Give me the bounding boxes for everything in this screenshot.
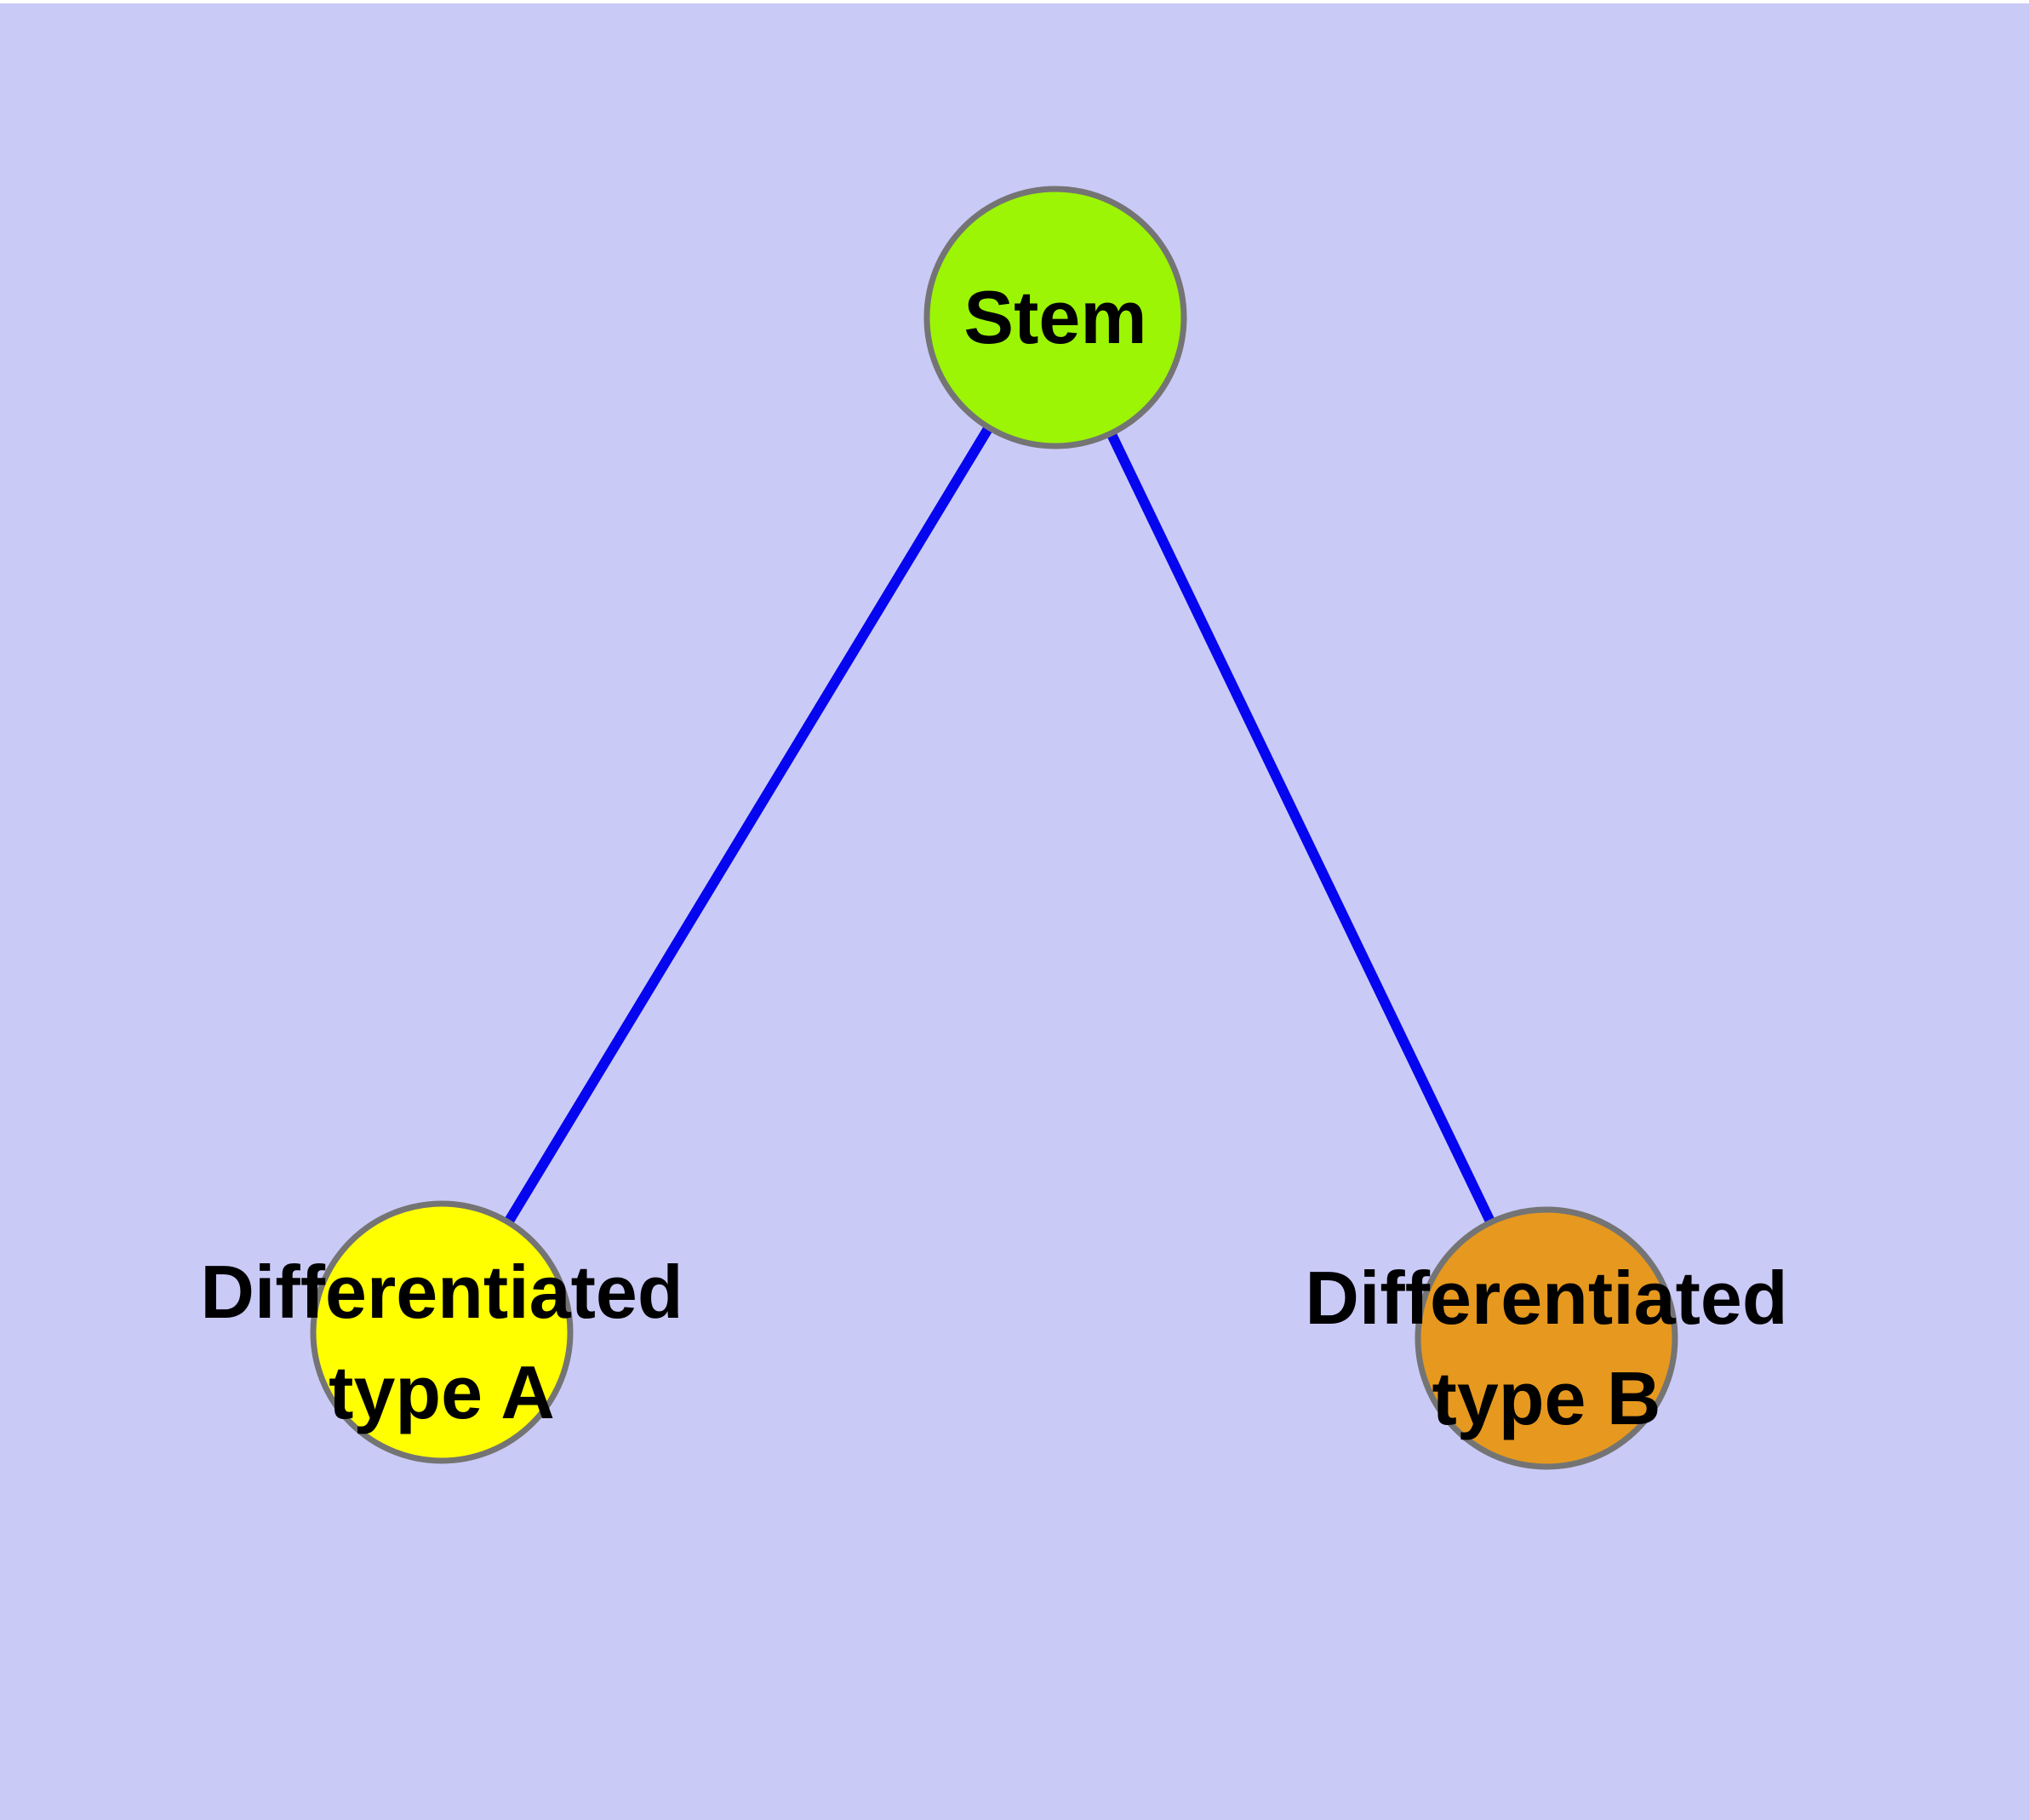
label-line: Differentiated (1305, 1256, 1788, 1340)
edge-stem-to-typeB (1050, 315, 1552, 1341)
node-stem-circle (923, 186, 1187, 449)
node-typeB-label: Differentiated type B (1305, 1248, 1787, 1449)
node-typeA-circle (310, 1200, 574, 1464)
node-typeB-circle (1415, 1206, 1678, 1470)
edge-stem-to-typeA (437, 314, 1060, 1336)
top-border-strip (0, 0, 2029, 3)
label-line: type A (329, 1350, 555, 1434)
node-typeA-label: Differentiated type A (200, 1242, 683, 1443)
node-stem-label: Stem (963, 267, 1146, 368)
label-line: type B (1432, 1356, 1661, 1440)
label-line: Stem (963, 275, 1147, 359)
label-line: Differentiated (200, 1250, 683, 1334)
